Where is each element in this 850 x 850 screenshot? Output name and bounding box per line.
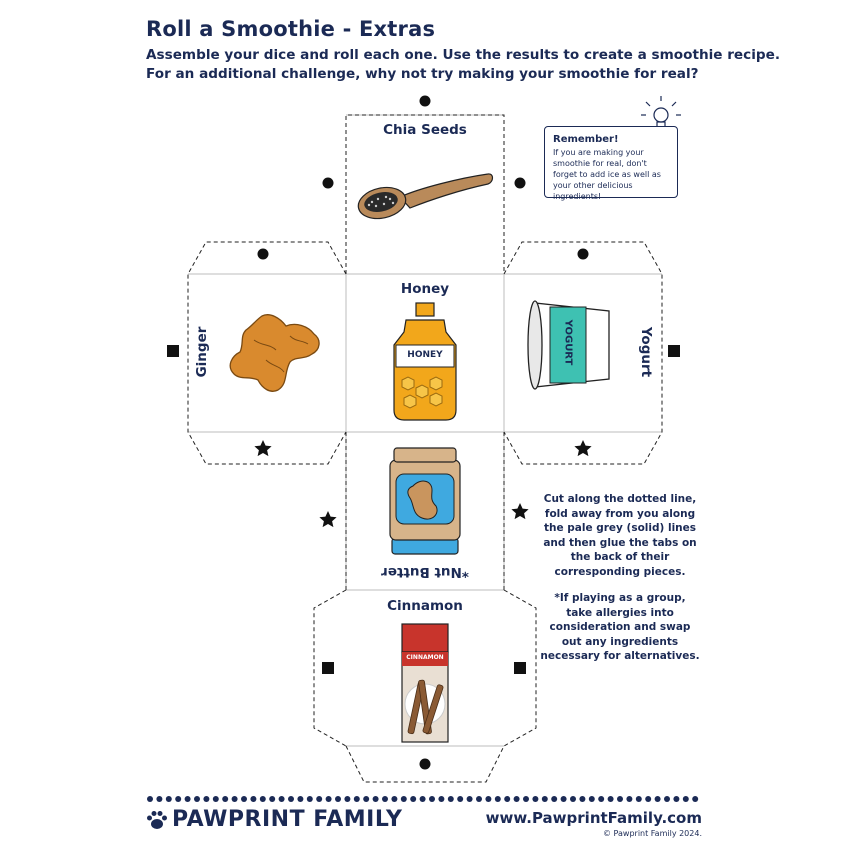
divider-dot (400, 796, 407, 802)
yogurt-label: YOGURT (562, 319, 574, 366)
instructions-paragraph-1: Cut along the dotted line, fold away fro… (543, 493, 697, 578)
cut-lines (187, 114, 663, 783)
divider-dot (664, 796, 670, 802)
divider-dot (288, 796, 294, 802)
divider-dot (297, 796, 304, 802)
fold-lines (188, 114, 662, 747)
star-markers (254, 440, 592, 528)
remember-text: If you are making your smoothie for real… (553, 148, 661, 201)
square-markers (167, 345, 680, 674)
divider-dot (645, 796, 652, 802)
website-link[interactable]: www.PawprintFamily.com (485, 809, 702, 827)
divider-dot (344, 796, 351, 802)
divider-dot (626, 796, 633, 802)
brand-logo: PAWPRINT FAMILY (146, 807, 402, 832)
cinnamon-jar-illustration (401, 623, 449, 743)
intro-text: Assemble your dice and roll each one. Us… (146, 46, 780, 84)
divider-dot (476, 796, 482, 802)
divider-dot (560, 796, 567, 802)
divider-dot (438, 796, 445, 802)
divider-dot (194, 796, 200, 802)
page-title: Roll a Smoothie - Extras (146, 17, 436, 41)
divider-dot (184, 796, 191, 802)
divider-dot (447, 796, 454, 802)
divider-dot (673, 796, 680, 802)
divider-dot (617, 796, 623, 802)
divider-dot (391, 796, 398, 802)
instructions-paragraph-2: *If playing as a group, take allergies i… (540, 592, 700, 662)
divider-dot (579, 796, 586, 802)
remember-box: Remember! If you are making your smoothi… (544, 126, 678, 201)
divider-dot (551, 796, 558, 802)
divider-dot (682, 796, 689, 802)
divider-dot (372, 796, 379, 802)
lightbulb-icon (641, 96, 681, 129)
face-label-cinnamon: Cinnamon (387, 598, 463, 614)
divider-dot (335, 796, 341, 802)
divider-dot (269, 796, 276, 802)
divider-dot (457, 796, 464, 802)
divider-dot (504, 796, 511, 802)
chia-spoon-illustration (357, 173, 494, 220)
divider-dot (316, 796, 323, 802)
divider-dot (250, 796, 257, 802)
divider-dot (259, 796, 266, 802)
divider-dot (278, 796, 285, 802)
face-label-honey: Honey (400, 281, 450, 297)
divider-dot (494, 796, 501, 802)
yogurt-cup-illustration (527, 300, 610, 390)
face-label-nut-butter: *Nut Butter (381, 564, 469, 580)
divider-dot (429, 796, 435, 802)
intro-line-1: Assemble your dice and roll each one. Us… (146, 47, 780, 63)
divider-dot (147, 796, 153, 802)
divider-dot (325, 796, 332, 802)
divider-dot (654, 796, 661, 802)
face-label-ginger: Ginger (194, 326, 210, 378)
divider-dot (598, 796, 605, 802)
divider-dot (692, 796, 699, 802)
divider-dot (466, 796, 473, 802)
divider-dot (541, 796, 548, 802)
divider-dot (532, 796, 539, 802)
honey-bottle-illustration (393, 302, 457, 421)
ginger-illustration (229, 314, 320, 392)
divider-dot (419, 796, 426, 802)
face-label-chia-seeds: Chia Seeds (383, 122, 467, 138)
divider-dot (231, 796, 238, 802)
divider-dot (156, 796, 163, 802)
cinnamon-label: CINNAMON (406, 654, 444, 661)
divider-dot (363, 796, 370, 802)
divider-dot (382, 796, 388, 802)
remember-title: Remember! (553, 134, 619, 145)
face-label-yogurt: Yogurt (638, 326, 654, 378)
divider-dot (588, 796, 595, 802)
divider-dot (212, 796, 219, 802)
divider-dot (635, 796, 642, 802)
paw-icon (147, 811, 167, 829)
instructions-text: Cut along the dotted line, fold away fro… (540, 492, 700, 676)
brand-name: PAWPRINT FAMILY (172, 807, 403, 832)
divider-dot (306, 796, 313, 802)
divider-dot (353, 796, 360, 802)
divider-dot (241, 796, 247, 802)
divider-dot (570, 796, 576, 802)
intro-line-2: For an additional challenge, why not try… (146, 66, 699, 82)
copyright-text: © Pawprint Family 2024. (603, 829, 702, 838)
divider-dot (607, 796, 614, 802)
divider-dot (485, 796, 492, 802)
nut-butter-jar-illustration (389, 447, 461, 555)
divider-dot (203, 796, 210, 802)
divider-dot (165, 796, 172, 802)
divider-dot (513, 796, 520, 802)
footer-dotted-divider (147, 796, 699, 802)
circle-markers (257, 95, 589, 770)
divider-dot (175, 796, 182, 802)
divider-dot (222, 796, 229, 802)
divider-dot (523, 796, 529, 802)
divider-dot (410, 796, 417, 802)
honey-label: HONEY (407, 350, 443, 360)
